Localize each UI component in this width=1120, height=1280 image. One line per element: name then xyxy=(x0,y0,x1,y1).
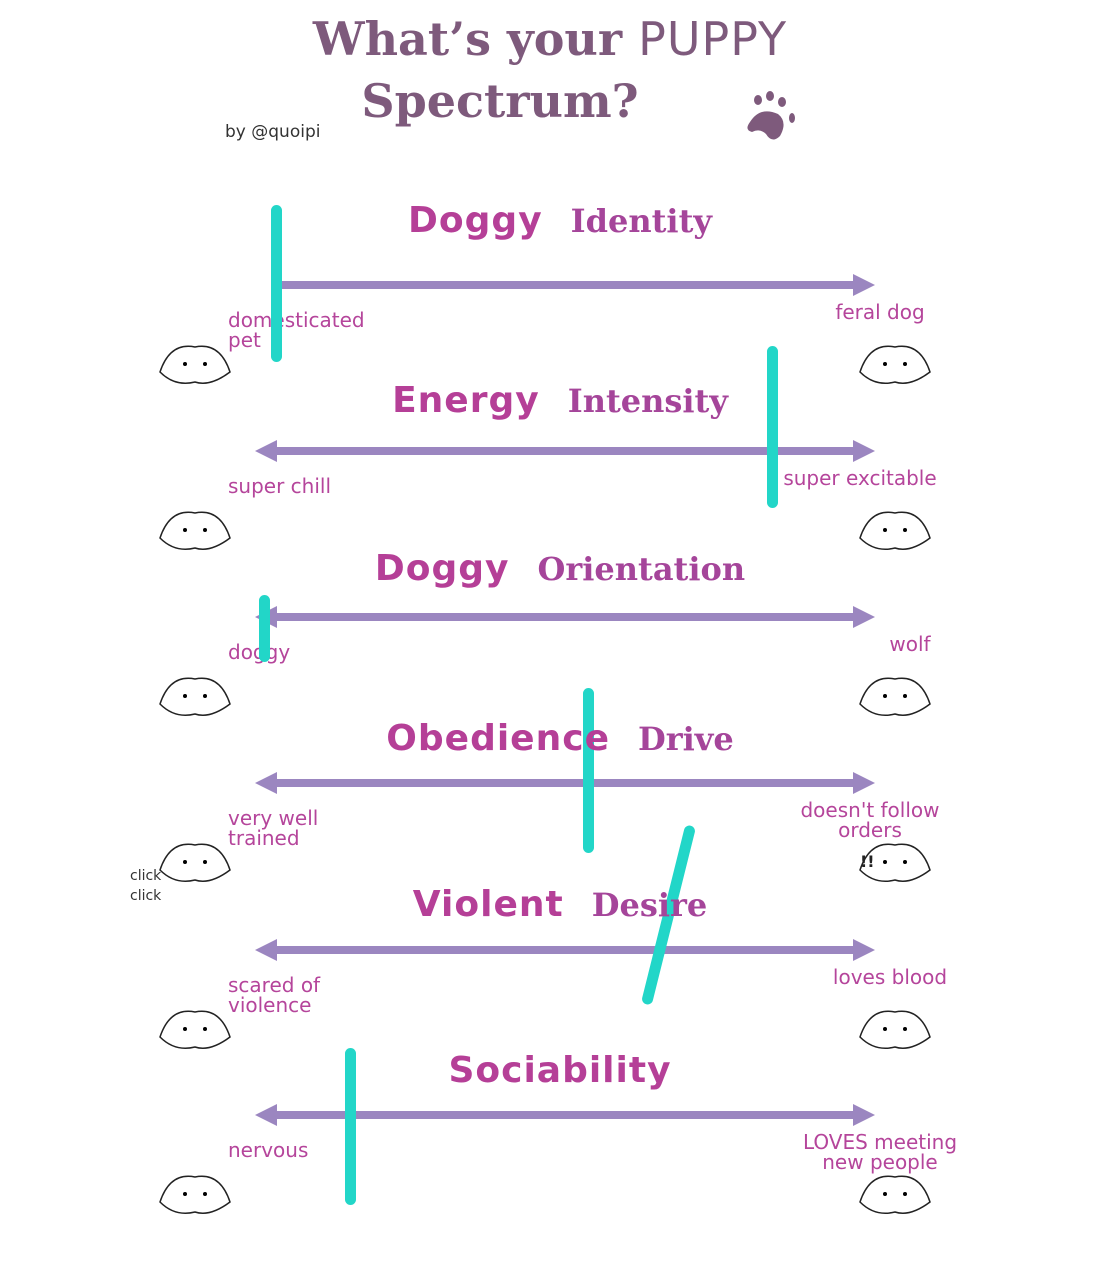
clicker-text: click click xyxy=(130,868,162,904)
row-title-word1: Energy xyxy=(392,380,540,421)
title-line-1: What’s your PUPPY xyxy=(0,12,1110,66)
right-label: super excitable xyxy=(783,466,937,490)
title-puppy: PUPPY xyxy=(638,12,788,66)
row-title-word2: Desire xyxy=(591,886,708,924)
right-doodle-icon xyxy=(859,1175,931,1214)
left-label: super chill xyxy=(228,474,332,498)
right-label: LOVES meeting new people xyxy=(802,1130,958,1174)
left-doodle-icon xyxy=(159,345,231,384)
position-marker xyxy=(583,688,595,853)
right-doodle-icon xyxy=(859,1010,931,1049)
row-title-word2: Drive xyxy=(637,720,734,758)
row-title-word1: Obedience xyxy=(386,718,610,759)
position-marker xyxy=(767,346,779,508)
row-title: Obedience Drive xyxy=(0,718,1120,759)
double-arrow xyxy=(255,1104,875,1126)
paw-icon xyxy=(747,91,795,140)
position-marker xyxy=(640,824,697,1006)
row-title-word1: Sociability xyxy=(448,1050,672,1091)
double-arrow xyxy=(273,274,875,296)
row-title: Doggy Identity xyxy=(0,200,1120,241)
row-title-word2: Intensity xyxy=(567,382,728,420)
byline: by @quoipi xyxy=(225,122,321,142)
left-label: very well trained xyxy=(228,806,319,850)
left-label: nervous xyxy=(228,1138,309,1162)
double-arrow xyxy=(255,939,875,961)
speech-bubble-text: !! xyxy=(860,852,875,871)
right-label: doesn't follow orders xyxy=(800,798,940,842)
title-line-2: Spectrum? xyxy=(361,74,639,128)
double-arrow xyxy=(255,440,875,462)
left-doodle-icon xyxy=(159,511,231,550)
row-title-word2: Orientation xyxy=(537,550,746,588)
position-marker xyxy=(271,205,283,362)
right-doodle-icon xyxy=(859,511,931,550)
row-title-word1: Doggy xyxy=(374,548,510,589)
left-doodle-icon xyxy=(159,1010,231,1049)
right-doodle-icon xyxy=(859,677,931,716)
row-title-word1: Doggy xyxy=(408,200,543,241)
left-doodle-icon xyxy=(159,1175,231,1214)
right-label: wolf xyxy=(889,632,931,656)
right-label: feral dog xyxy=(835,300,925,324)
double-arrow xyxy=(255,606,875,628)
right-doodle-icon xyxy=(859,345,931,384)
right-doodle-icon xyxy=(859,843,931,882)
position-marker xyxy=(259,595,271,662)
title-bold: What’s your xyxy=(312,12,623,66)
row-title-word2: Identity xyxy=(570,202,712,240)
left-doodle-icon xyxy=(159,677,231,716)
right-label: loves blood xyxy=(832,965,948,989)
position-marker xyxy=(344,1048,356,1205)
left-label: scared of violence xyxy=(228,973,321,1017)
left-doodle-icon xyxy=(159,843,231,882)
row-title-word1: Violent xyxy=(412,884,564,925)
double-arrow xyxy=(255,772,875,794)
left-label: doggy xyxy=(228,642,358,662)
left-label: domesticated pet xyxy=(228,308,365,352)
